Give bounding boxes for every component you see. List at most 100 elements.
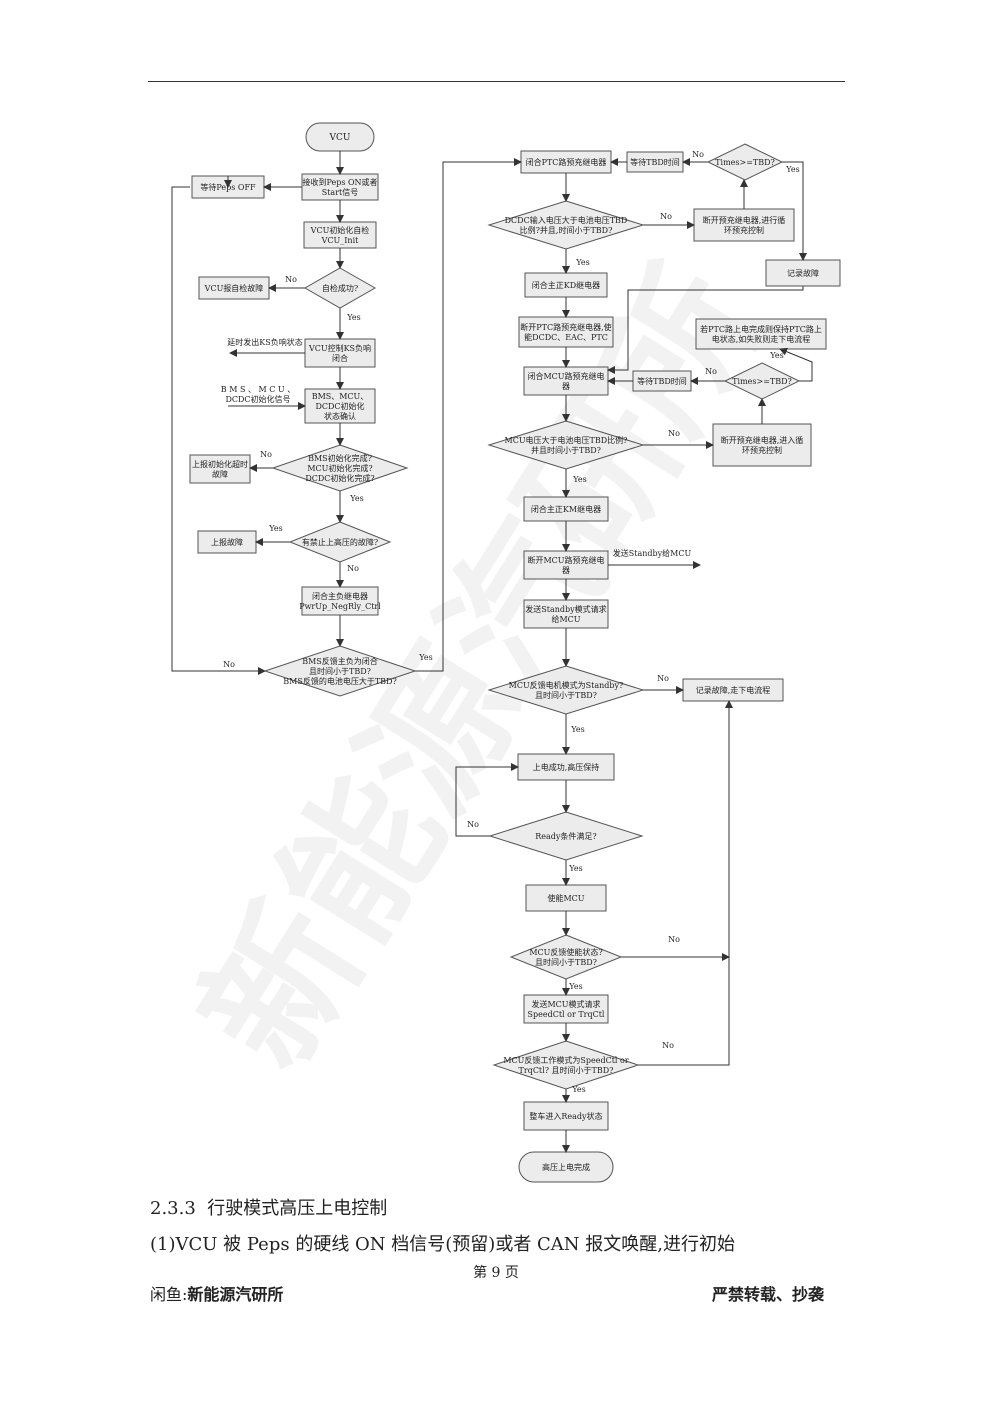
edge-label-yes: Yes [572, 475, 586, 484]
edge [782, 161, 807, 261]
edge-label-no: No [467, 820, 479, 829]
node-bms_fb_q-text: BMS反馈主负为闭合且时间小于TBD?BMS反馈的电池电压大于TBD? [283, 656, 396, 686]
node-ptc_note-text: 若PTC路上电完成则保持PTC路上电状态,如失败则走下电流程 [700, 324, 822, 344]
node-report_self-text: VCU报自检故障 [204, 283, 264, 293]
section-heading: 2.3.3 行驶模式高压上电控制 [150, 1194, 387, 1220]
node-fault_q-text: 有禁止上高压的故障? [302, 537, 378, 547]
node-hv_done-text: 高压上电完成 [542, 1162, 590, 1172]
node-times_q2-text: Times>=TBD? [732, 377, 792, 386]
edge-label-yes: Yes [575, 258, 589, 267]
node-wait_tbd1-text: 等待TBD时间 [630, 157, 680, 167]
section-number: 2.3.3 [150, 1198, 196, 1219]
node-cut_mcu_pre [523, 550, 609, 580]
node-wait_peps-text: 等待Peps OFF [200, 182, 256, 192]
node-vcu_ks-text: VCU控制KS负响闭合 [308, 343, 371, 363]
edge [455, 763, 519, 837]
node-enable_mcu [525, 884, 607, 912]
node-mcu_v_q-text: MCU电压大于电池电压TBD比例?并且时间小于TBD? [505, 435, 628, 455]
node-close_kd [524, 272, 608, 298]
node-self_check-text: 自检成功? [322, 283, 358, 293]
node-send_mode_req [523, 994, 609, 1024]
node-close_ptc-text: 闭合PTC路预充继电器 [526, 157, 607, 167]
node-send_standby_req-text: 发送Standby模式请求给MCU [525, 604, 606, 624]
edge-label-no: No [285, 275, 297, 284]
node-vcu-text: VCU [329, 133, 351, 143]
node-close_km-text: 闭合主正KM继电器 [531, 504, 601, 514]
page-number: 第 9 页 [473, 1265, 519, 1281]
header-rule [148, 81, 845, 82]
node-cut_pre1-text: 断开预充继电器,进行循环预充控制 [703, 215, 786, 235]
node-report_init_to-text: 上报初始化超时故障 [192, 459, 248, 479]
edge-label-yes: Yes [268, 524, 282, 533]
edge-label-yes: Yes [785, 165, 799, 174]
node-wait_tbd2-text: 等待TBD时间 [637, 376, 687, 386]
node-close_mcu_pre-text: 闭合MCU路预充继电器 [527, 371, 604, 391]
bms-in-label-text: B M S 、 M C U 、DCDC初始化信号 [221, 385, 295, 404]
edge [607, 286, 804, 374]
edge [638, 700, 733, 1066]
node-report_init_to [189, 454, 251, 484]
edge-label-yes: Yes [570, 725, 584, 734]
edge-label-no: No [668, 429, 680, 438]
node-mcu_en_q-text: MCU反馈使能状态?且时间小于TBD? [529, 947, 602, 967]
node-enable_mcu-text: 使能MCU [547, 893, 584, 903]
node-ptc_note [695, 318, 827, 350]
edge-label-no: No [347, 564, 359, 573]
node-cut_mcu_pre-text: 断开MCU路预充继电器 [527, 555, 604, 575]
edge-label-yes: Yes [568, 864, 582, 873]
para-number: (1) [150, 1234, 176, 1255]
edge-label-no: No [223, 660, 235, 669]
para-text: VCU 被 Peps 的硬线 ON 档信号(预留)或者 CAN 报文唤醒,进行初… [175, 1234, 736, 1255]
node-close_kd-text: 闭合主正KD继电器 [532, 280, 600, 290]
node-cut_ptc [518, 316, 614, 348]
node-bms_q-text: BMS初始化完成?MCU初始化完成?DCDC初始化完成? [305, 453, 374, 483]
edge [779, 347, 813, 382]
node-bms_fb_q [263, 645, 417, 697]
node-record_power_down-text: 记录故障,走下电流程 [696, 685, 771, 695]
node-record_fault-text: 记录故障 [787, 268, 819, 278]
node-bms_confirm-text: BMS、MCU、DCDC初始化状态确认 [312, 392, 369, 421]
delay-ks-label-text: 延时发出KS负响状态 [227, 337, 302, 347]
edge-label-no: No [260, 450, 272, 459]
edge-label-no: No [657, 674, 669, 683]
node-report_fault-text: 上报故障 [211, 537, 243, 547]
edge-label-yes: Yes [349, 494, 363, 503]
node-vehicle_ready-text: 整车进入Ready状态 [529, 1111, 602, 1121]
node-cut_ptc-text: 断开PTC路预充继电器,使能DCDC、EAC、PTC [520, 322, 611, 342]
edge [415, 158, 522, 672]
node-cut_pre2-text: 断开预充继电器,进入循环预充控制 [721, 435, 804, 455]
footer-org: 新能源汽研所 [187, 1285, 284, 1304]
node-hv_ok [517, 753, 615, 781]
footer-right: 严禁转载、抄袭 [712, 1285, 825, 1304]
edge-label-yes: Yes [418, 653, 432, 662]
edge-label-yes: Yes [571, 1085, 585, 1094]
edge-label-yes: Yes [346, 313, 360, 322]
node-hv_ok-text: 上电成功,高压保持 [533, 762, 600, 772]
node-times_q1-text: Times>=TBD? [715, 158, 775, 167]
edge-label-yes: Yes [568, 982, 582, 991]
section-paragraph: (1)VCU 被 Peps 的硬线 ON 档信号(预留)或者 CAN 报文唤醒,… [150, 1230, 735, 1256]
edge-label-no: No [660, 212, 672, 221]
section-title: 行驶模式高压上电控制 [207, 1198, 388, 1219]
node-cut_pre2 [712, 423, 812, 467]
node-close_mcu_pre [523, 366, 609, 396]
node-vcu_init [303, 221, 377, 249]
send-standby-mcu-label-text: 发送Standby给MCU [613, 548, 692, 558]
edge-label-no: No [668, 935, 680, 944]
edge-label-yes: Yes [769, 351, 783, 360]
node-mcu_standby_q-text: MCU反馈电机模式为Standby?且时间小于TBD? [509, 680, 624, 700]
edge-label-no: No [705, 367, 717, 376]
edge [171, 186, 266, 675]
footer-left: 闲鱼:新能源汽研所 [150, 1281, 283, 1305]
footer-label: 闲鱼: [150, 1285, 188, 1304]
node-record_fault [765, 259, 841, 287]
node-recv [301, 173, 379, 201]
edge-label-no: No [692, 150, 704, 159]
